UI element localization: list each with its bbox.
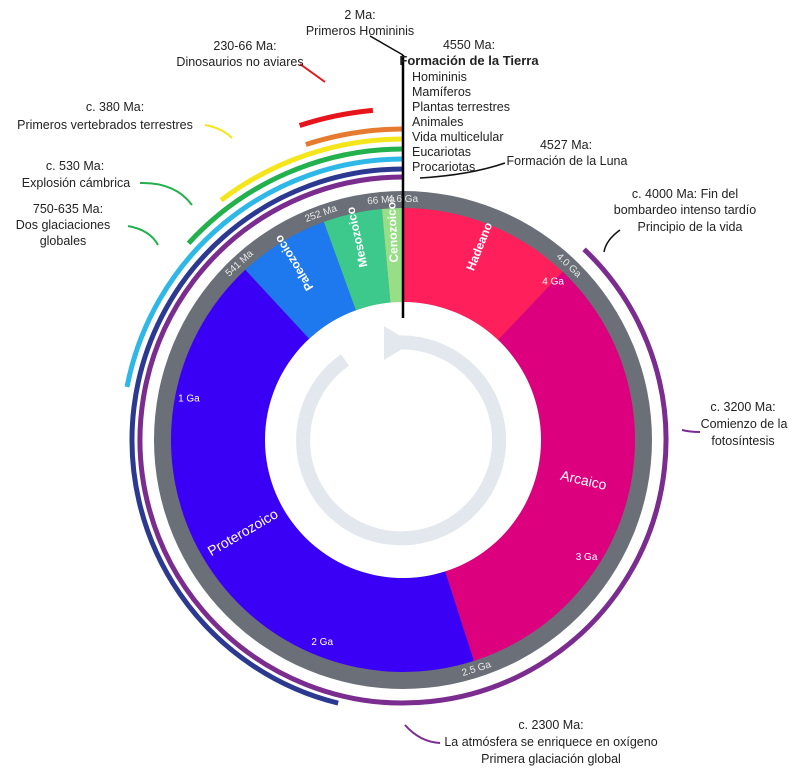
- eon-wedge-cenozoico: [381, 208, 403, 303]
- moon-leader: [419, 162, 506, 179]
- legend-mamiferos: Mamíferos: [412, 85, 471, 99]
- glac-date: 750-635 Ma:: [33, 202, 103, 216]
- oxy-label-2: Primera glaciación global: [481, 752, 621, 766]
- bomb-label-1: bombardeo intenso tardío: [614, 203, 757, 217]
- bomb-date: c. 4000 Ma: Fin del: [632, 187, 738, 201]
- legend-homininis: Homininis: [412, 70, 467, 84]
- eon-wedge-paleozoico: [245, 221, 356, 339]
- glac-label-2: globales: [40, 234, 87, 248]
- photo-label-2: fotosíntesis: [711, 434, 774, 448]
- life-arcs: [124, 116, 669, 706]
- oxy-label-1: La atmósfera se enriquece en oxígeno: [444, 735, 657, 749]
- eon-wedge-proterozoico: [171, 269, 474, 672]
- inner-tick-1-ga: 1 Ga: [178, 393, 200, 404]
- legend-procariotas: Procariotas: [412, 160, 475, 174]
- cycle-arrow: [296, 335, 507, 546]
- legend-multicelular: Vida multicelular: [412, 130, 503, 144]
- legend-eucariotas: Eucariotas: [412, 145, 471, 159]
- inner-tick-4-ga: 4 Ga: [542, 277, 564, 288]
- eon-wedges: [171, 208, 635, 672]
- earth-label: Formación de la Tierra: [399, 53, 539, 68]
- life-arc-plantas-terrestres: [219, 136, 404, 203]
- dino-date: 230-66 Ma:: [213, 39, 276, 53]
- camb-label: Explosión cámbrica: [22, 176, 130, 190]
- oxy-leader: [404, 724, 441, 744]
- vert-leader: [204, 124, 233, 139]
- vert-date: c. 380 Ma:: [86, 100, 144, 114]
- camb-date: c. 530 Ma:: [46, 159, 104, 173]
- eon-wedge-mesozoico: [323, 208, 391, 311]
- dino-label: Dinosaurios no aviares: [176, 55, 303, 69]
- ring-tick-66-ma: 66 Ma: [367, 194, 396, 208]
- life-arc-eucariotas: [129, 166, 404, 706]
- dinosaur-arc: [298, 107, 374, 128]
- bomb-leader: [603, 229, 621, 253]
- earth-date: 4550 Ma:: [443, 38, 495, 52]
- vert-label: Primeros vertebrados terrestres: [17, 118, 193, 132]
- photo-date: c. 3200 Ma:: [710, 400, 775, 414]
- dino-leader: [299, 63, 326, 83]
- glac-leader: [127, 225, 159, 246]
- glac-label-1: Dos glaciaciones: [16, 218, 111, 232]
- oxy-date: c. 2300 Ma:: [518, 718, 583, 732]
- camb-leader: [139, 181, 193, 206]
- inner-tick-2-ga: 2 Ga: [311, 637, 333, 648]
- life-arc-vida-multicelular: [124, 156, 404, 388]
- moon-date: 4527 Ma:: [540, 138, 592, 152]
- hominins-date: 2 Ma:: [344, 8, 375, 22]
- cycle-arrow-head: [384, 326, 412, 360]
- event-arcs: [298, 107, 374, 128]
- photo-label-1: Comienzo de la: [701, 417, 788, 431]
- eon-label-cenozoico: Cenozoico: [384, 202, 401, 263]
- life-arc-animales: [186, 146, 404, 245]
- inner-tick-3-ga: 3 Ga: [576, 552, 598, 563]
- life-arc-procariotas: [137, 174, 669, 706]
- legend-plantas: Plantas terrestres: [412, 100, 510, 114]
- hominins-leader: [369, 35, 404, 56]
- moon-label: Formación de la Luna: [507, 154, 628, 168]
- legend-animales: Animales: [412, 115, 463, 129]
- photo-leader: [681, 429, 701, 433]
- hominins-label: Primeros Homininis: [306, 24, 414, 38]
- life-arc-mamiferos: [305, 126, 404, 147]
- bomb-label-2: Principio de la vida: [638, 220, 743, 234]
- eon-wedge-arcaico: [445, 271, 635, 661]
- eon-wedge-hadeano: [403, 208, 563, 340]
- ring-tick-4-6-ga: 4.6 Ga: [388, 194, 418, 205]
